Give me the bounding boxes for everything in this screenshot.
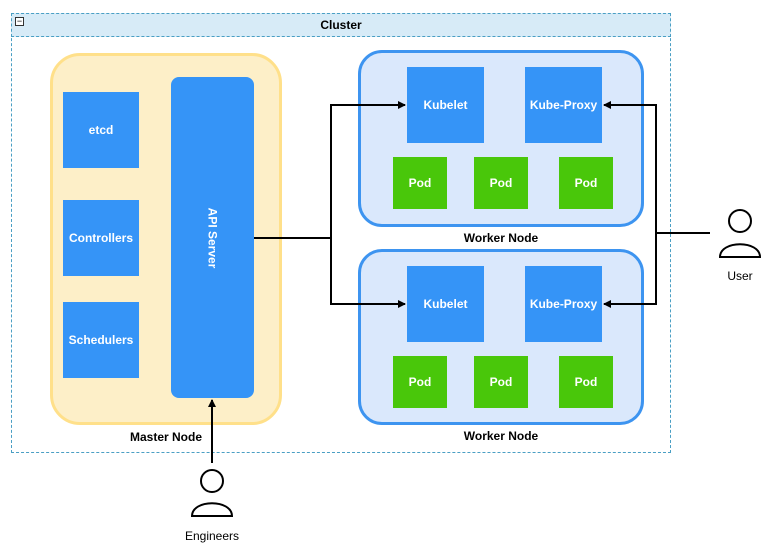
engineers-label: Engineers [184, 529, 240, 543]
user-icon [718, 209, 762, 258]
kube-proxy-box-2: Kube-Proxy [525, 266, 602, 342]
pod-box: Pod [474, 157, 528, 209]
user-to-kube-proxy-1-arrow [603, 101, 657, 233]
pod-box: Pod [393, 157, 447, 209]
api-to-kubelet-2-arrow [330, 238, 406, 308]
worker-node-1-label: Worker Node [463, 231, 539, 245]
api-server-box: API Server [171, 77, 254, 398]
api-to-kubelet-1-arrow [330, 101, 406, 238]
schedulers-box: Schedulers [63, 302, 139, 378]
pod-box: Pod [393, 356, 447, 408]
kubelet-box-1: Kubelet [407, 67, 484, 143]
engineers-icon [190, 469, 234, 517]
collapse-icon[interactable]: − [15, 16, 24, 26]
etcd-box: etcd [63, 92, 139, 168]
user-label: User [727, 269, 753, 283]
kubelet-box-2: Kubelet [407, 266, 484, 342]
user-to-kube-proxy-2-arrow [603, 233, 657, 308]
master-node-label: Master Node [129, 430, 203, 444]
worker-node-2-label: Worker Node [463, 429, 539, 443]
pod-box: Pod [474, 356, 528, 408]
cluster-title: Cluster [11, 13, 671, 37]
controllers-box: Controllers [63, 200, 139, 276]
pod-box: Pod [559, 356, 613, 408]
kube-proxy-box-1: Kube-Proxy [525, 67, 602, 143]
pod-box: Pod [559, 157, 613, 209]
